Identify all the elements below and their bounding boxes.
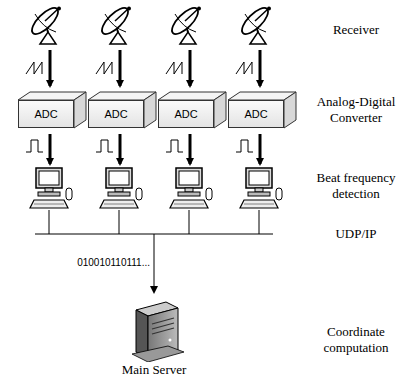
drive-bay: [152, 323, 174, 329]
digital-signal: [26, 140, 43, 152]
power-led: [169, 339, 172, 342]
analog-signal: [96, 62, 112, 74]
signal-arrow: [259, 50, 262, 86]
adc-label: ADC: [34, 108, 57, 120]
server-icon: [104, 296, 204, 362]
signal-arrow: [259, 134, 262, 164]
signal-arrow: [189, 50, 192, 86]
server-label: Main Server: [104, 362, 204, 378]
drive-bay: [152, 318, 174, 324]
server-node: Main Server: [104, 296, 204, 378]
analog-signal: [236, 62, 252, 74]
stage-label: Coordinate computation: [300, 324, 412, 356]
digital-signal: [166, 140, 183, 152]
adc-box: ADC: [228, 100, 284, 128]
server-base: [132, 346, 184, 362]
signal-arrow: [49, 134, 52, 164]
digital-signal: [236, 140, 253, 152]
signal-arrow: [189, 134, 192, 164]
adc-box: ADC: [158, 100, 214, 128]
adc-box: ADC: [88, 100, 144, 128]
signal-arrow: [119, 134, 122, 164]
stage-label: Beat frequency detection: [300, 170, 412, 202]
adc-label: ADC: [244, 108, 267, 120]
adc-side-face: [144, 92, 156, 128]
signal-arrow: [49, 50, 52, 86]
digital-signal: [96, 140, 113, 152]
bitstream-label: 010010110111...: [77, 257, 150, 268]
analog-signal: [26, 62, 42, 74]
adc-box: ADC: [18, 100, 74, 128]
adc-side-face: [284, 92, 296, 128]
stage-label: UDP/IP: [300, 226, 412, 242]
stage-label: Analog-Digital Converter: [300, 94, 412, 126]
adc-side-face: [74, 92, 86, 128]
signal-arrow: [119, 50, 122, 86]
drive-bay: [152, 328, 174, 334]
adc-label: ADC: [104, 108, 127, 120]
adc-label: ADC: [174, 108, 197, 120]
stage-label: Receiver: [300, 22, 412, 38]
analog-signal: [166, 62, 182, 74]
adc-side-face: [214, 92, 226, 128]
